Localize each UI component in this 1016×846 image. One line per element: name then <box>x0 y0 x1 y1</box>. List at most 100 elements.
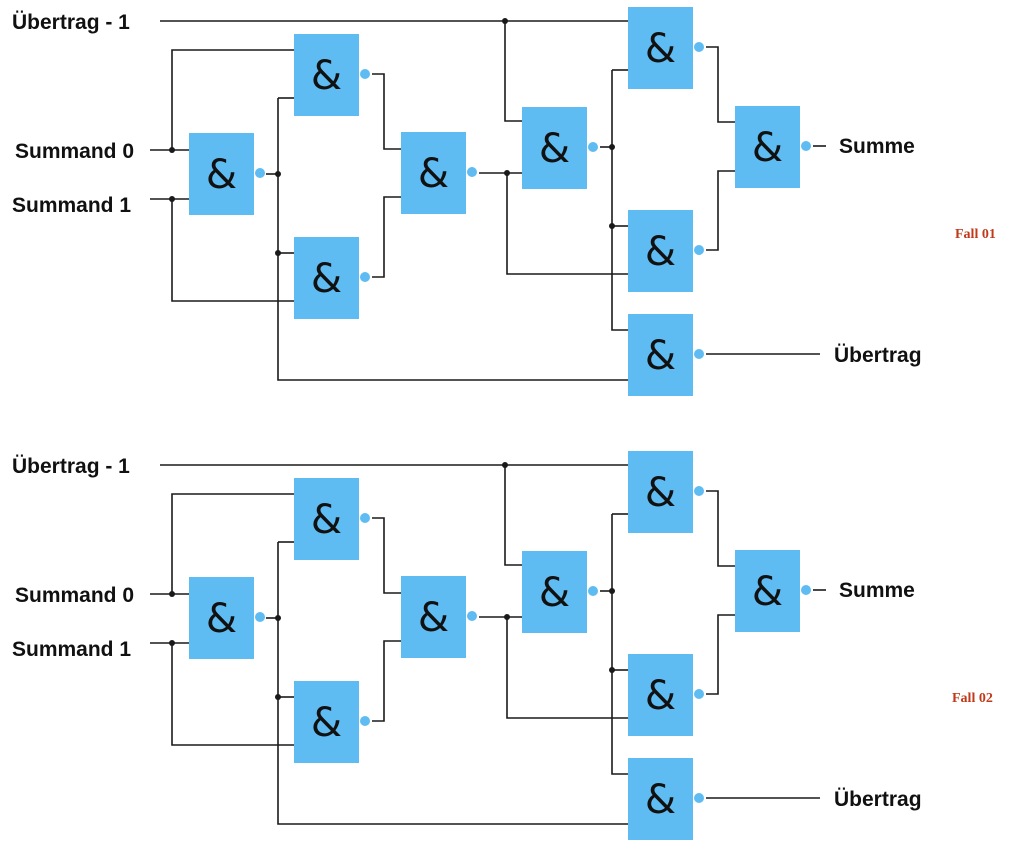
and-symbol: & <box>311 497 342 543</box>
gate-body <box>294 478 359 560</box>
wire-junction-dot <box>504 614 510 620</box>
gate-body <box>628 314 693 396</box>
negation-bubble <box>360 69 370 79</box>
wire <box>611 70 628 331</box>
sum-output-label: Summe <box>839 135 915 158</box>
nand-gate-g5: & <box>522 107 598 189</box>
nand-gate-g2: & <box>294 34 370 116</box>
nand-gate-g9: & <box>628 314 704 396</box>
negation-bubble <box>694 42 704 52</box>
negation-bubble <box>801 585 811 595</box>
sum-output-label: Summe <box>839 579 915 602</box>
wire <box>706 46 735 123</box>
wire <box>611 514 628 775</box>
and-symbol: & <box>418 151 449 197</box>
wire <box>171 493 294 594</box>
wire <box>277 542 628 825</box>
nand-gate-g6: & <box>628 7 704 89</box>
nand-gate-g3: & <box>294 681 370 763</box>
and-symbol: & <box>539 570 570 616</box>
wire <box>171 643 294 746</box>
negation-bubble <box>360 513 370 523</box>
nand-gate-g1: & <box>189 133 265 215</box>
nand-gate-g8: & <box>735 550 811 632</box>
gate-body <box>735 106 800 188</box>
carry-in-label: Übertrag - 1 <box>12 11 130 34</box>
negation-bubble <box>360 272 370 282</box>
wire-junction-dot <box>502 462 508 468</box>
wire <box>706 170 735 251</box>
wire-junction-dot <box>169 591 175 597</box>
case-label: Fall 02 <box>952 691 993 706</box>
wire-junction-dot <box>275 694 281 700</box>
and-symbol: & <box>645 229 676 275</box>
and-symbol: & <box>539 126 570 172</box>
wire-junction-dot <box>502 18 508 24</box>
and-symbol: & <box>752 125 783 171</box>
negation-bubble <box>694 349 704 359</box>
wire <box>171 199 294 302</box>
wire <box>171 49 294 150</box>
and-symbol: & <box>206 152 237 198</box>
summand-1-label: Summand 1 <box>12 194 131 217</box>
and-symbol: & <box>645 26 676 72</box>
carry-out-label: Übertrag <box>834 788 922 811</box>
gate-body <box>294 237 359 319</box>
negation-bubble <box>255 168 265 178</box>
gate-body <box>294 681 359 763</box>
summand-1-label: Summand 1 <box>12 638 131 661</box>
and-symbol: & <box>645 777 676 823</box>
nand-gate-g7: & <box>628 654 704 736</box>
wire-junction-dot <box>609 667 615 673</box>
nand-gate-g4: & <box>401 576 477 658</box>
and-symbol: & <box>311 53 342 99</box>
nand-gate-g7: & <box>628 210 704 292</box>
wire-junction-dot <box>275 615 281 621</box>
negation-bubble <box>694 689 704 699</box>
wire-junction-dot <box>169 147 175 153</box>
nand-gate-g6: & <box>628 451 704 533</box>
negation-bubble <box>694 793 704 803</box>
wire <box>706 614 735 695</box>
and-symbol: & <box>645 333 676 379</box>
negation-bubble <box>801 141 811 151</box>
wire <box>504 21 522 122</box>
wire-junction-dot <box>169 196 175 202</box>
wire-junction-dot <box>275 250 281 256</box>
wire <box>372 517 401 594</box>
case-label: Fall 01 <box>955 227 996 242</box>
wire <box>504 465 522 566</box>
gate-body <box>401 132 466 214</box>
gate-body <box>401 576 466 658</box>
nand-gate-g2: & <box>294 478 370 560</box>
gate-body <box>628 7 693 89</box>
negation-bubble <box>255 612 265 622</box>
gate-body <box>628 210 693 292</box>
gate-body <box>628 758 693 840</box>
negation-bubble <box>588 142 598 152</box>
negation-bubble <box>360 716 370 726</box>
negation-bubble <box>467 167 477 177</box>
gate-body <box>628 654 693 736</box>
carry-in-label: Übertrag - 1 <box>12 455 130 478</box>
gate-body <box>628 451 693 533</box>
gate-body <box>294 34 359 116</box>
wire-junction-dot <box>609 144 615 150</box>
negation-bubble <box>588 586 598 596</box>
wire-junction-dot <box>609 588 615 594</box>
negation-bubble <box>467 611 477 621</box>
wire <box>277 98 628 381</box>
nand-gate-g1: & <box>189 577 265 659</box>
summand-0-label: Summand 0 <box>15 584 134 607</box>
gate-body <box>522 107 587 189</box>
wire-junction-dot <box>275 171 281 177</box>
and-symbol: & <box>645 673 676 719</box>
nand-gate-g9: & <box>628 758 704 840</box>
wire <box>506 173 628 275</box>
gate-body <box>735 550 800 632</box>
nand-gate-g4: & <box>401 132 477 214</box>
negation-bubble <box>694 486 704 496</box>
gate-body <box>522 551 587 633</box>
